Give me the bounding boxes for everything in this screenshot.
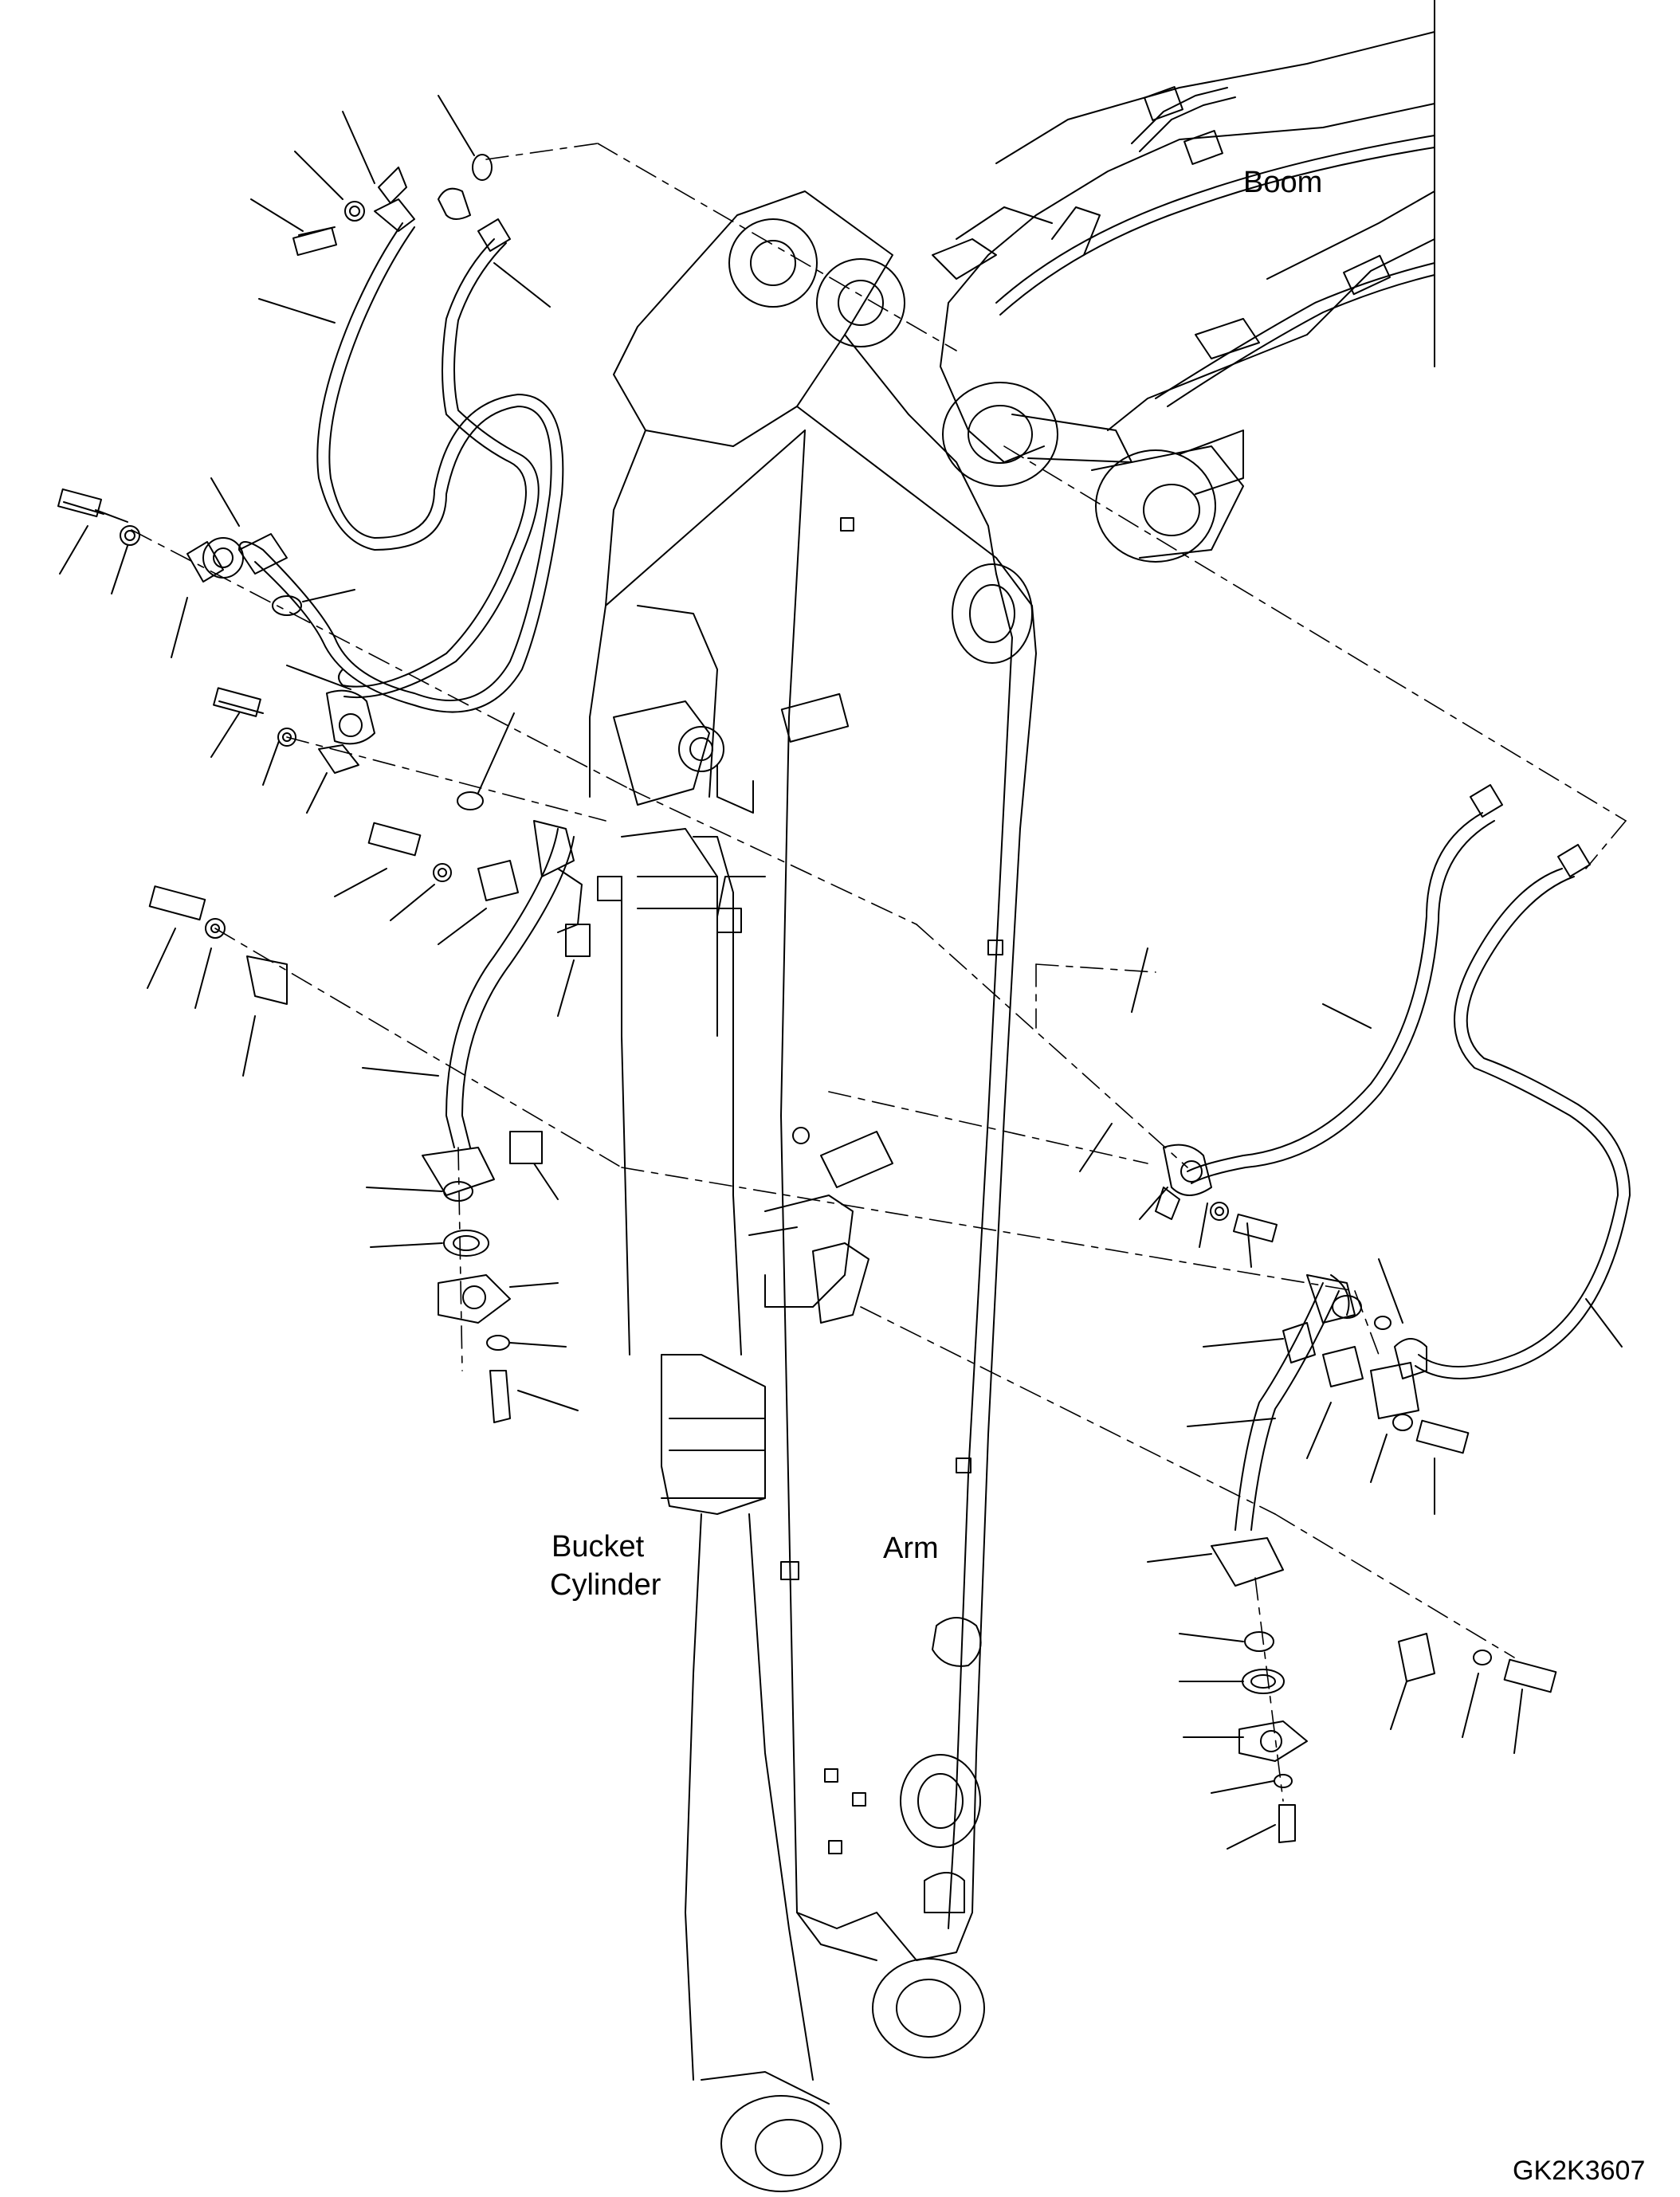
left-hoses — [58, 96, 590, 1422]
right-hoses — [1080, 785, 1630, 1849]
boom-label: Boom — [1243, 166, 1323, 199]
figure-code: GK2K3607 — [1513, 2156, 1646, 2186]
arm-body — [590, 191, 1036, 2191]
bucket-cylinder-label-line1: Bucket — [551, 1530, 645, 1563]
boom-assembly — [932, 0, 1435, 562]
arm-label: Arm — [883, 1532, 939, 1565]
dashed-assembly-lines — [131, 143, 1626, 1801]
bucket-cylinder-label: Bucket Cylinder — [550, 1528, 661, 1604]
bucket-cylinder-label-line2: Cylinder — [550, 1568, 661, 1602]
